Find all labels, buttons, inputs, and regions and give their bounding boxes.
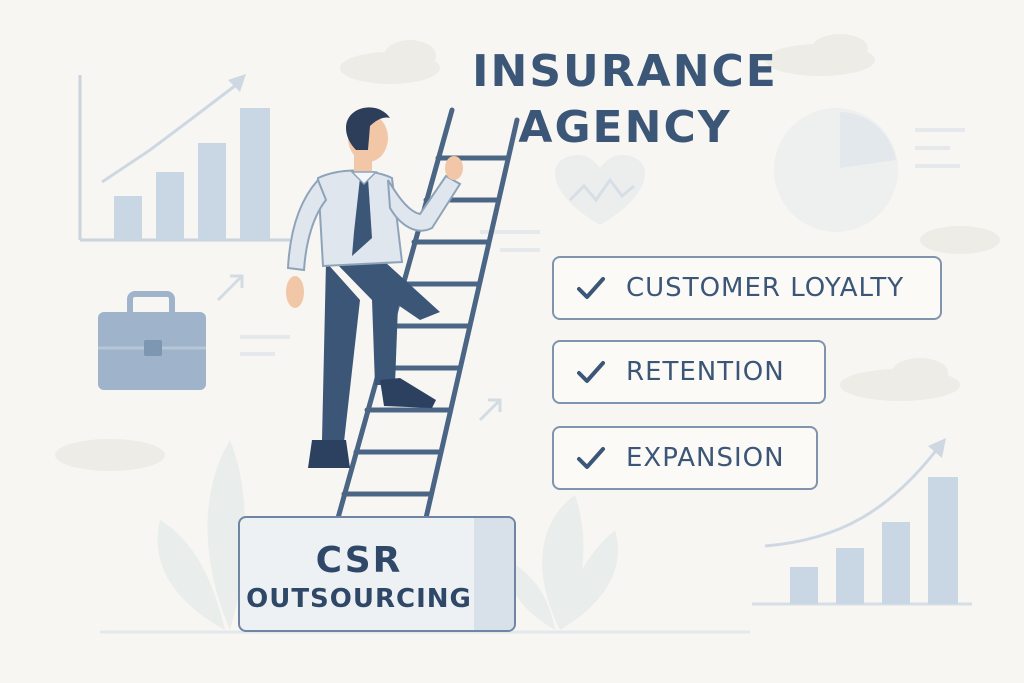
checklist-label: CUSTOMER LOYALTY xyxy=(626,273,905,303)
bar-chart-icon xyxy=(78,74,290,242)
page-title: INSURANCE AGENCY xyxy=(470,44,780,156)
block-label-1: CSR xyxy=(315,540,403,581)
checkmark-icon xyxy=(577,447,605,469)
checklist-label: RETENTION xyxy=(626,357,785,387)
title-line-1: INSURANCE xyxy=(472,46,778,97)
checklist-item: EXPANSION xyxy=(552,426,818,490)
pie-chart-icon xyxy=(774,108,965,232)
block-shading xyxy=(474,518,514,630)
title-line-2: AGENCY xyxy=(518,102,732,153)
csr-outsourcing-block: CSR OUTSOURCING xyxy=(238,516,516,632)
briefcase-icon xyxy=(98,291,206,390)
checkmark-icon xyxy=(577,361,605,383)
heart-pulse-icon xyxy=(555,155,645,225)
bar-chart-icon xyxy=(752,438,972,606)
checkmark-icon xyxy=(577,277,605,299)
checklist-item: RETENTION xyxy=(552,340,826,404)
block-label-2: OUTSOURCING xyxy=(246,584,472,614)
checklist-item: CUSTOMER LOYALTY xyxy=(552,256,942,320)
checklist-label: EXPANSION xyxy=(626,443,785,473)
decor-lines xyxy=(240,230,540,356)
cloud-icon xyxy=(55,34,1000,471)
arrow-icon xyxy=(216,274,502,422)
